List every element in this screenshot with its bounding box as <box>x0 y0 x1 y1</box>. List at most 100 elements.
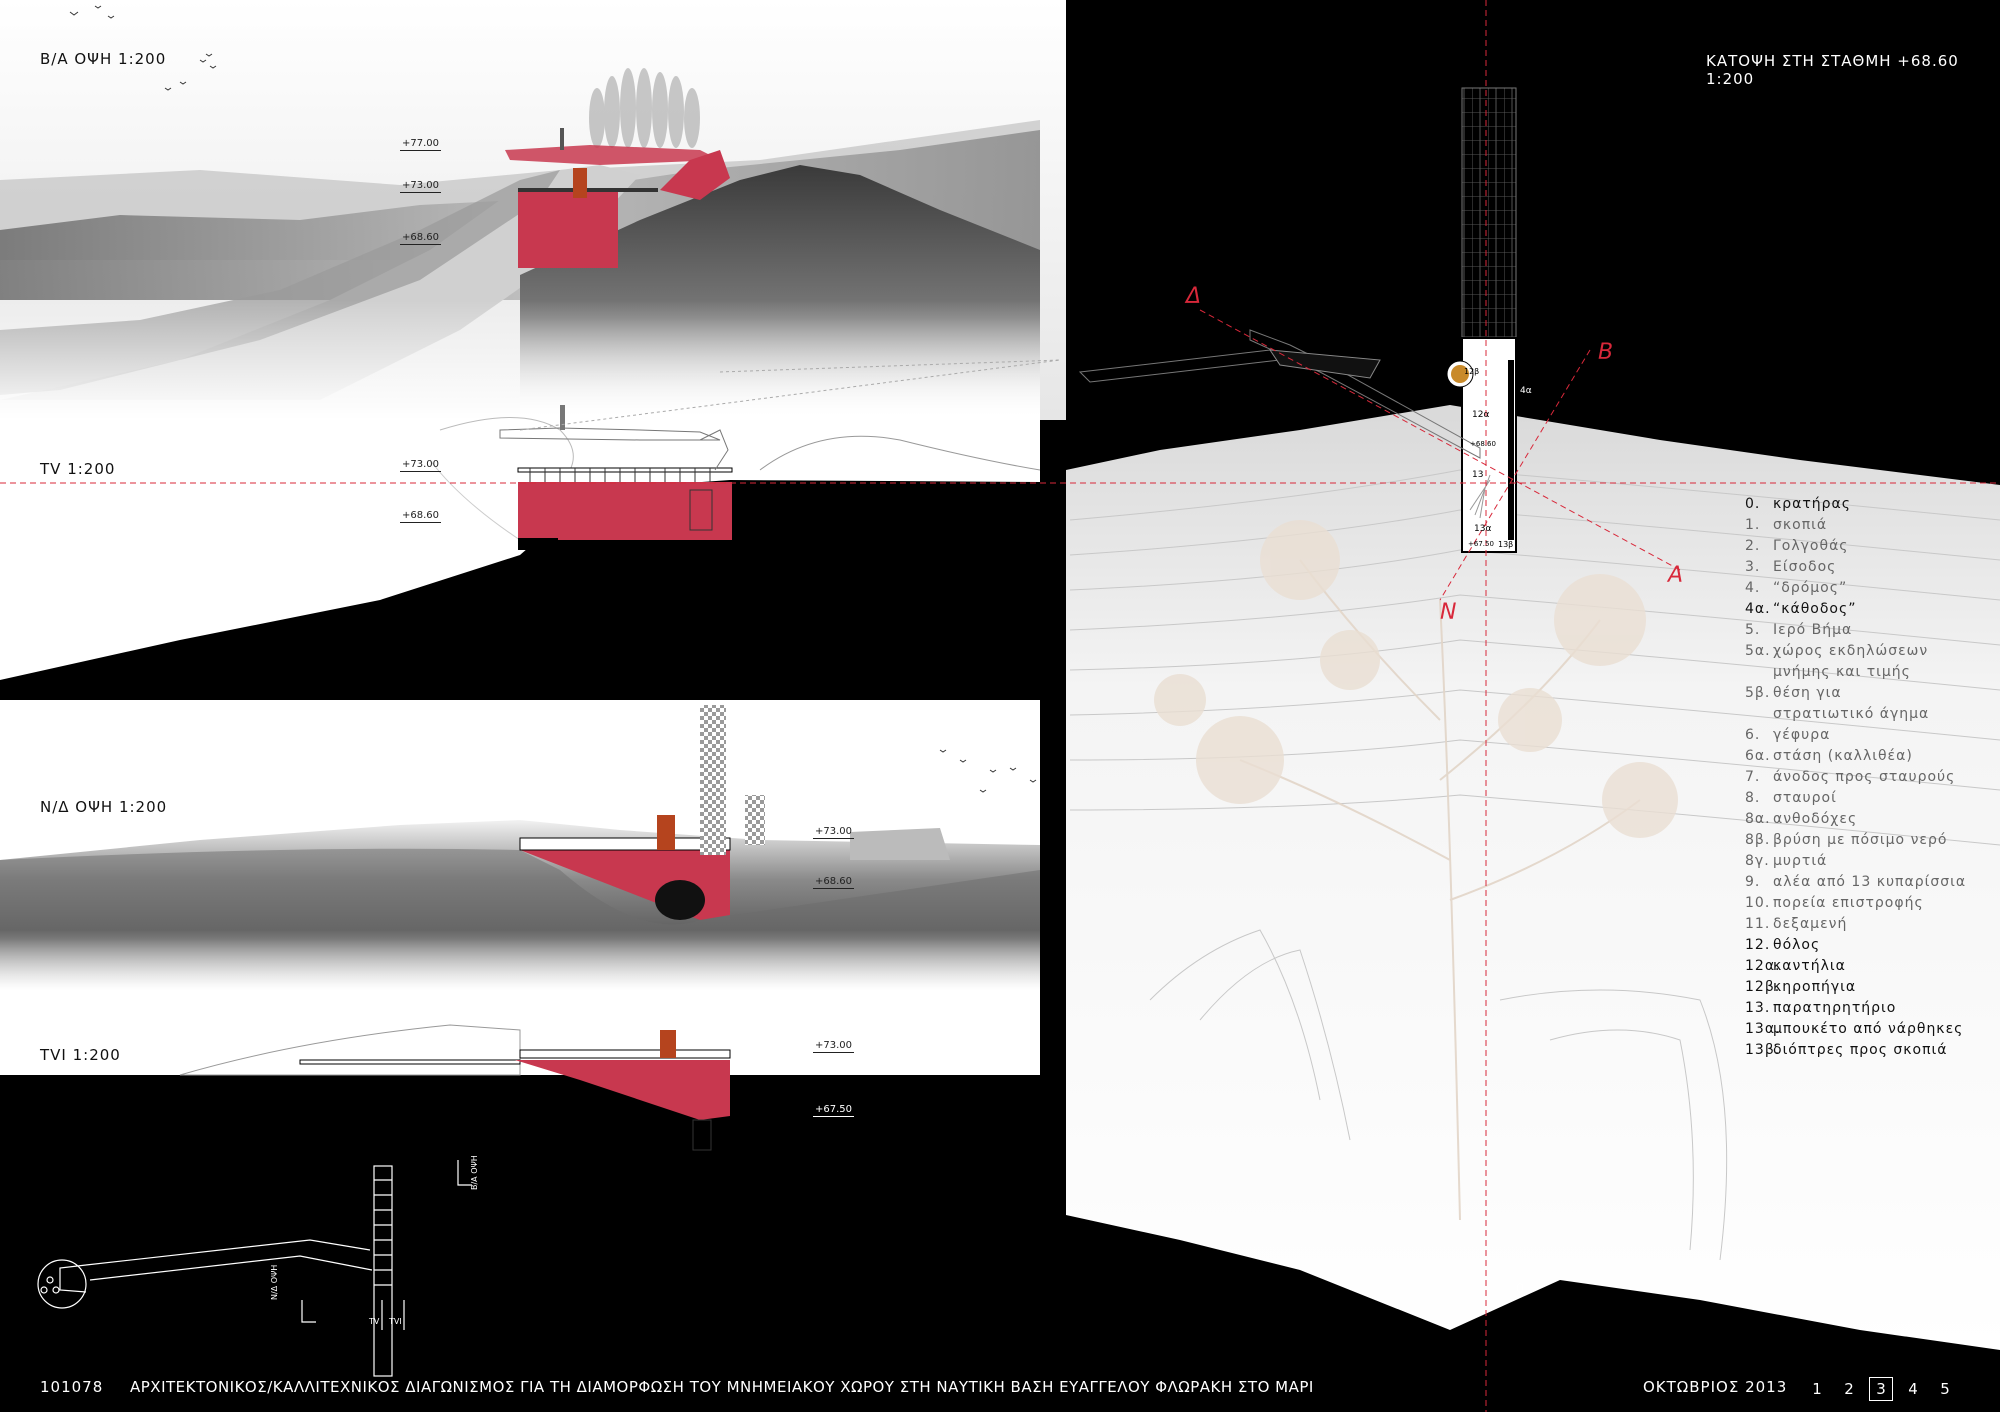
legend-item-text: μνήμης και τιμής <box>1773 664 1911 680</box>
legend-item-number: 1. <box>1745 517 1761 533</box>
legend-item-text: πορεία επιστροφής <box>1773 895 1924 911</box>
legend-item: 1. σκοπιά <box>1745 515 1995 536</box>
legend-item-text: γέφυρα <box>1773 727 1831 743</box>
legend-item-text: “δρόμος” <box>1773 580 1848 596</box>
legend-item-number: 5α. <box>1745 643 1771 659</box>
legend-item-text: χώρος εκδηλώσεων <box>1773 643 1929 659</box>
legend-list: 0. κρατήρας 1. σκοπιά 2. Γολγοθάς 3.Είσοδος 4. “… <box>1745 494 1995 1061</box>
section-mark-n: Ν <box>1440 600 1457 625</box>
section-mark-b: Β <box>1598 340 1614 365</box>
legend-item-number: 5β. <box>1745 685 1771 701</box>
page-link-3[interactable]: 3 <box>1869 1377 1893 1401</box>
legend-item-text: Είσοδος <box>1773 559 1837 575</box>
legend-item-number: 7. <box>1745 769 1761 785</box>
legend-item-number: 8α. <box>1745 811 1771 827</box>
legend-item-number: 4. <box>1745 580 1761 596</box>
level-marker: +73.00 <box>813 826 855 839</box>
legend-item-number: 4α. <box>1745 601 1771 617</box>
legend-item: 13.παρατηρητήριο <box>1745 998 1995 1019</box>
legend-item-number: 13β. <box>1745 1042 1781 1058</box>
legend-item-text: Ιερό Βήμα <box>1773 622 1853 638</box>
legend-item: 0. κρατήρας <box>1745 494 1995 515</box>
plan-label-13a: 13α <box>1474 524 1492 534</box>
legend-item: μνήμης και τιμής <box>1745 662 1995 683</box>
plan-label-12b: 12β <box>1464 367 1480 376</box>
legend-item: 6. γέφυρα <box>1745 725 1995 746</box>
legend-item: 9.αλέα από 13 κυπαρίσσια <box>1745 872 1995 893</box>
legend-item-text: Γολγοθάς <box>1773 538 1849 554</box>
level-marker: +68.60 <box>400 510 442 523</box>
legend-item-text: στρατιωτικό άγημα <box>1773 706 1930 722</box>
legend-item-text: ανθοδόχες <box>1773 811 1858 827</box>
legend-item: 8α.ανθοδόχες <box>1745 809 1995 830</box>
crater-label: 0 <box>1516 1282 1525 1297</box>
date-label: ΟΚΤΩΒΡΙΟΣ 2013 <box>1643 1378 1788 1396</box>
key-tag-nd: Ν/Δ ΟΨΗ <box>270 1264 279 1300</box>
legend-item: 6α.στάση (καλλιθέα) <box>1745 746 1995 767</box>
legend-item-number: 6. <box>1745 727 1761 743</box>
level-marker: +68.60 <box>813 876 855 889</box>
level-marker: +67.50 <box>813 1104 855 1117</box>
legend-item-text: άνοδος προς σταυρούς <box>1773 769 1956 785</box>
legend-item-text: σκοπιά <box>1773 517 1828 533</box>
plan-title: ΚΑΤΟΨΗ ΣΤΗ ΣΤΑΘΜΗ +68.60 1:200 <box>1706 52 1959 88</box>
page-link-1[interactable]: 1 <box>1812 1380 1822 1398</box>
legend-item-number: 0. <box>1745 496 1761 512</box>
legend-item: 13β.διόπτρες προς σκοπιά <box>1745 1040 1995 1061</box>
legend-item-number: 2. <box>1745 538 1761 554</box>
legend-item: 12.θόλος <box>1745 935 1995 956</box>
legend-item-text: διόπτρες προς σκοπιά <box>1773 1042 1948 1058</box>
legend-item: 8β.βρύση με πόσιμο νερό <box>1745 830 1995 851</box>
ne-elevation-title: Β/Α ΟΨΗ 1:200 <box>40 50 167 68</box>
legend-item: 3.Είσοδος <box>1745 557 1995 578</box>
level-marker: +68.60 <box>400 232 442 245</box>
legend-item: 7. άνοδος προς σταυρούς <box>1745 767 1995 788</box>
legend-item-number: 10. <box>1745 895 1771 911</box>
legend-item-number: 13. <box>1745 1000 1771 1016</box>
key-tag-tvi: ΤVI <box>389 1317 402 1326</box>
section-mark-d: Δ <box>1186 284 1202 309</box>
level-marker: +73.00 <box>400 180 442 193</box>
level-marker: +77.00 <box>400 138 442 151</box>
level-marker: +73.00 <box>813 1040 855 1053</box>
sw-elevation-title: Ν/Δ ΟΨΗ 1:200 <box>40 798 168 816</box>
legend-item: 12α.καντήλια <box>1745 956 1995 977</box>
legend-item-text: θέση για <box>1773 685 1842 701</box>
legend-item-number: 11. <box>1745 916 1771 932</box>
legend-item-text: δεξαμενή <box>1773 916 1848 932</box>
key-tag-tv: ΤV <box>369 1317 380 1326</box>
legend-item-number: 8γ. <box>1745 853 1770 869</box>
project-title: ΑΡΧΙΤΕΚΤΟΝΙΚΟΣ/ΚΑΛΛΙΤΕΧΝΙΚΟΣ ΔΙΑΓΩΝΙΣΜΟΣ… <box>130 1378 1314 1396</box>
plan-label-13: 13 <box>1472 470 1484 480</box>
legend-item-number: 13α. <box>1745 1021 1781 1037</box>
legend-item-number: 5. <box>1745 622 1761 638</box>
legend-item: 8.σταυροί <box>1745 788 1995 809</box>
legend-item: 2. Γολγοθάς <box>1745 536 1995 557</box>
section-mark-a: Α <box>1668 563 1684 588</box>
page-link-2[interactable]: 2 <box>1844 1380 1854 1398</box>
legend-item: 4α.“κάθοδος” <box>1745 599 1995 620</box>
legend-item-text: κηροπήγια <box>1773 979 1857 995</box>
legend-item-text: θόλος <box>1773 937 1821 953</box>
legend-item: 10.πορεία επιστροφής <box>1745 893 1995 914</box>
tv-section-title: ΤV 1:200 <box>40 460 116 478</box>
legend-item-text: “κάθοδος” <box>1773 601 1857 617</box>
project-code: 101078 <box>40 1378 104 1396</box>
page-link-4[interactable]: 4 <box>1908 1380 1918 1398</box>
legend-item-number: 12β. <box>1745 979 1781 995</box>
legend-item-number: 9. <box>1745 874 1761 890</box>
legend-item-text: μυρτιά <box>1773 853 1828 869</box>
legend-item-number: 12α. <box>1745 958 1781 974</box>
plan-label-13b: 13β <box>1498 540 1514 549</box>
legend-item: 5β.θέση για <box>1745 683 1995 704</box>
legend-item: 12β.κηροπήγια <box>1745 977 1995 998</box>
legend-item-text: κρατήρας <box>1773 496 1851 512</box>
page-link-5[interactable]: 5 <box>1940 1380 1950 1398</box>
level-marker: +73.00 <box>400 459 442 472</box>
plan-label-12a: 12α <box>1472 410 1490 420</box>
legend-item-text: καντήλια <box>1773 958 1846 974</box>
legend-item-text: μπουκέτο από νάρθηκες <box>1773 1021 1964 1037</box>
legend-item: 4. “δρόμος” <box>1745 578 1995 599</box>
plan-level-6750: +67.50 <box>1468 540 1494 548</box>
